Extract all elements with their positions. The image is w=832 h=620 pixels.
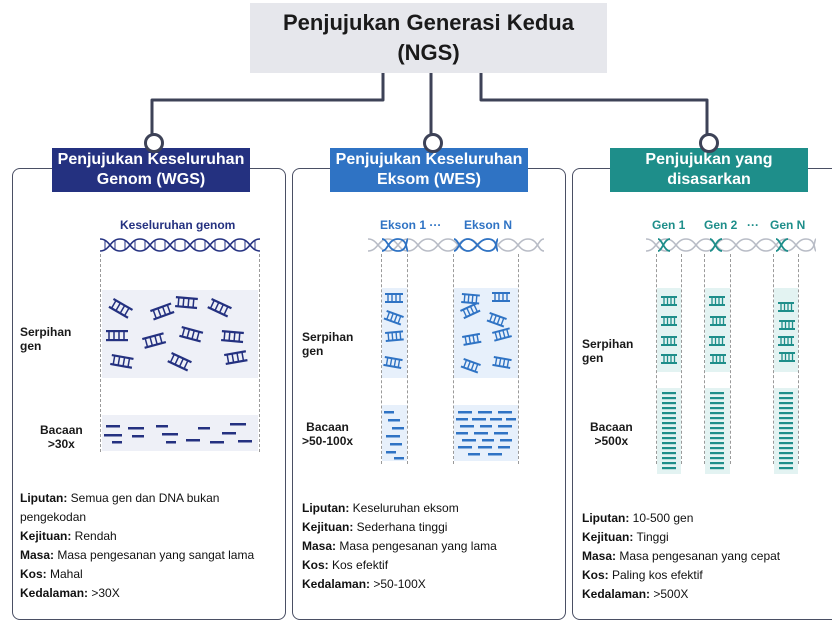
- reads-gene-2: [705, 388, 730, 474]
- label-exon-1: Ekson 1 ···: [380, 218, 442, 232]
- guide-line: [681, 254, 682, 464]
- info-wgs-coverage: Liputan: Semua gen dan DNA bukan: [20, 491, 220, 505]
- fragments-label-targeted-line-2: gen: [582, 351, 604, 365]
- connector-lines: [150, 73, 709, 140]
- title-box: Penjujukan Generasi Kedua (NGS): [250, 3, 607, 73]
- info-wes-cost: Kos: Kos efektif: [302, 558, 389, 572]
- label-gene-1: Gen 1: [652, 218, 686, 232]
- fragments-label-wgs: Serpihan gen: [20, 325, 71, 353]
- header-wgs-line-2: Genom (WGS): [96, 171, 206, 188]
- header-targeted: Penjujukan yang disasarkan: [610, 148, 808, 192]
- info-wgs: Liputan: Semua gen dan DNA bukan pengeko…: [20, 489, 254, 603]
- reads-label-wes-line-1: Bacaan: [306, 420, 349, 434]
- fragments-wgs: [102, 290, 258, 378]
- dna-helix-icon: [368, 238, 544, 252]
- fragments-label-wes-line-1: Serpihan: [302, 330, 354, 344]
- fragments-label-targeted-line-1: Serpihan: [582, 337, 634, 351]
- reads-wgs: [102, 415, 258, 451]
- guide-line-right: [259, 254, 260, 452]
- label-gene-dots: ···: [747, 218, 759, 232]
- connector-node-wes: [423, 133, 443, 153]
- reads-label-wgs: Bacaan >30x: [40, 423, 83, 451]
- title-line-1: Penjujukan Generasi Kedua: [283, 10, 574, 35]
- fragments-gene-1: [657, 288, 681, 372]
- info-targeted-time: Masa: Masa pengesanan yang cepat: [582, 549, 781, 563]
- info-targeted-accuracy: Kejituan: Tinggi: [582, 530, 669, 544]
- reads-wes-exon-n: [454, 405, 518, 461]
- guide-line: [453, 254, 454, 464]
- guide-line: [730, 254, 731, 464]
- info-wgs-accuracy: Kejituan: Rendah: [20, 529, 117, 543]
- guide-line-left: [100, 254, 101, 452]
- info-targeted-coverage: Liputan: 10-500 gen: [582, 511, 694, 525]
- label-gene-n: Gen N: [770, 218, 806, 232]
- info-wgs-depth: Kedalaman: >30X: [20, 586, 120, 600]
- fragments-label-wgs-line-2: gen: [20, 339, 42, 353]
- info-targeted: Liputan: 10-500 gen Kejituan: Tinggi Mas…: [582, 509, 780, 604]
- fragments-label-wes: Serpihan gen: [302, 330, 353, 358]
- info-wes-coverage: Liputan: Keseluruhan eksom: [302, 501, 459, 515]
- info-wes-accuracy: Kejituan: Sederhana tinggi: [302, 520, 448, 534]
- info-targeted-depth: Kedalaman: >500X: [582, 587, 689, 601]
- header-wes-line-2: Eksom (WES): [376, 171, 481, 188]
- fragments-wes-exon-n: [454, 288, 518, 378]
- reads-label-wgs-line-2: >30x: [47, 437, 75, 451]
- info-wes-time: Masa: Masa pengesanan yang lama: [302, 539, 497, 553]
- guide-line: [656, 254, 657, 464]
- reads-label-targeted-line-1: Bacaan: [590, 420, 633, 434]
- header-targeted-line-2: disasarkan: [667, 171, 751, 188]
- guide-line: [798, 254, 799, 464]
- fragments-label-wes-line-2: gen: [302, 344, 324, 358]
- reads-label-wgs-line-1: Bacaan: [40, 423, 83, 437]
- dna-helix-icon: [100, 238, 260, 252]
- label-exon-n: Ekson N: [464, 218, 513, 232]
- reads-label-wes-line-2: >50-100x: [302, 434, 354, 448]
- info-wgs-time: Masa: Masa pengesanan yang sangat lama: [20, 548, 255, 562]
- header-wgs: Penjujukan Keseluruhan Genom (WGS): [52, 148, 250, 192]
- reads-wes-exon-1: [382, 405, 407, 461]
- connector-node-wgs: [144, 133, 164, 153]
- guide-line: [407, 254, 408, 464]
- reads-gene-n: [774, 388, 798, 474]
- info-wgs-cost: Kos: Mahal: [20, 567, 83, 581]
- fragments-gene-n: [774, 288, 798, 372]
- header-wes: Penjujukan Keseluruhan Eksom (WES): [330, 148, 528, 192]
- guide-line: [518, 254, 519, 464]
- guide-line: [381, 254, 382, 464]
- connector-node-targeted: [699, 133, 719, 153]
- header-targeted-line-1: Penjujukan yang: [645, 151, 773, 168]
- fragments-gene-2: [705, 288, 730, 372]
- label-whole-genome: Keseluruhan genom: [120, 218, 236, 232]
- guide-line: [704, 254, 705, 464]
- dna-helix-icon: [646, 238, 816, 252]
- fragments-wes-exon-1: [382, 288, 407, 378]
- guide-line: [773, 254, 774, 464]
- reads-label-wes: Bacaan >50-100x: [302, 420, 353, 448]
- info-wgs-coverage-cont: pengekodan: [20, 510, 87, 524]
- info-wes-depth: Kedalaman: >50-100X: [302, 577, 426, 591]
- fragments-label-targeted: Serpihan gen: [582, 337, 633, 365]
- label-gene-2: Gen 2: [704, 218, 738, 232]
- info-targeted-cost: Kos: Paling kos efektif: [582, 568, 703, 582]
- title-line-2: (NGS): [397, 40, 460, 65]
- header-wgs-line-1: Penjujukan Keseluruhan: [57, 151, 245, 168]
- reads-label-targeted: Bacaan >500x: [590, 420, 633, 448]
- reads-gene-1: [657, 388, 681, 474]
- reads-label-targeted-line-2: >500x: [594, 434, 629, 448]
- info-wes: Liputan: Keseluruhan eksom Kejituan: Sed…: [302, 499, 497, 594]
- fragments-label-wgs-line-1: Serpihan: [20, 325, 72, 339]
- header-wes-line-1: Penjujukan Keseluruhan: [335, 151, 523, 168]
